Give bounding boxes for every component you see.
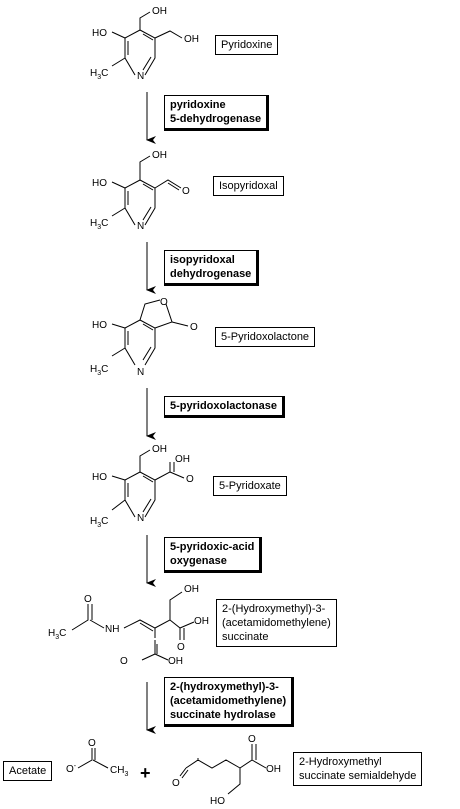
compound-label-pyridoxine: Pyridoxine [215,35,279,55]
carboxyl-oxygen-label: O [186,474,194,485]
acetyl-oxygen-label: O [84,594,92,605]
pyridoxolactone-structure: O O HO N H3C [90,297,198,378]
compound-label-pyridoxolactone: 5-Pyridoxolactone [215,327,316,347]
carboxyl-oxygen-label: O [248,734,256,745]
enzyme-pyridoxic-acid-oxygenase: 5-pyridoxic-acid oxygenase [164,537,263,573]
nitrogen-label: N [137,71,144,82]
nitrogen-label: N [137,513,144,524]
compound-label-acetate: Acetate [3,761,53,781]
methyl-label: H3C [90,364,108,377]
ho-label: HO [92,28,107,39]
carboxyl-oh-label: OH [168,656,183,667]
methyl-label: H3C [90,68,108,81]
isopyridoxal-structure: OH O HO N H3C [90,150,190,232]
carboxyl-oh-label: OH [175,454,190,465]
nitrogen-label: N [137,221,144,232]
enzyme-succinate-hydrolase: 2-(hydroxymethyl)-3- (acetamidomethylene… [164,677,295,727]
enzyme-pyridoxine-dehydrogenase: pyridoxine 5-dehydrogenase [164,95,270,131]
compound-label-succinate: 2-(Hydroxymethyl)-3- (acetamidomethylene… [216,599,337,647]
compound-label-semialdehyde: 2-Hydroxymethyl succinate semialdehyde [293,752,423,786]
methyl-label: H3C [90,218,108,231]
pyridoxate-structure: OH OH O HO N H3C [90,444,194,529]
ho-label: HO [92,320,107,331]
acetate-oxygen-label: O [88,738,96,749]
carboxyl-oh-label: OH [194,616,209,627]
oxygen-label: O [182,186,190,197]
methyl-label: H3C [90,516,108,529]
carboxyl-oh-label: OH [266,764,281,775]
acetate-structure: O O- CH3 [66,738,128,778]
amide-nh-label: NH [105,624,119,635]
succinate-structure: O H3C NH OH OH O O OH [48,584,209,667]
nitrogen-label: N [137,367,144,378]
enzyme-isopyridoxal-dehydrogenase: isopyridoxal dehydrogenase [164,250,260,286]
ring-oxygen-label: O [160,297,168,308]
oh-label: OH [184,584,199,595]
enzyme-pyridoxolactonase: 5-pyridoxolactonase [164,396,285,418]
oh-label: OH [152,150,167,161]
methyl-label: CH3 [110,765,128,778]
plus-sign: + [140,763,151,783]
acetate-anion-oxygen-label: O- [66,763,77,775]
methyl-label: H3C [48,628,66,641]
oh-label: OH [152,444,167,455]
ho-label: HO [92,178,107,189]
compound-label-isopyridoxal: Isopyridoxal [213,176,284,196]
carbonyl-oxygen-label: O [190,322,198,333]
oh-label: OH [152,6,167,17]
semialdehyde-structure: O O OH HO [172,734,281,807]
carboxyl-oxygen-label: O [120,656,128,667]
compound-label-pyridoxate: 5-Pyridoxate [213,476,287,496]
pyridoxine-structure: OH OH HO N H3C [90,6,199,82]
ho-label: HO [210,796,225,807]
oh-label: OH [184,34,199,45]
aldehyde-oxygen-label: O [172,778,180,789]
carboxyl-oxygen-label: O [177,642,185,653]
ho-label: HO [92,472,107,483]
